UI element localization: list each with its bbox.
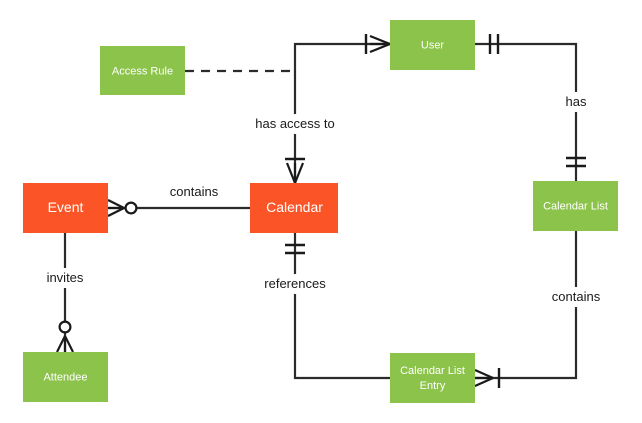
entity-calendar-list-box[interactable] bbox=[533, 181, 618, 231]
entity-event-box[interactable] bbox=[23, 183, 108, 233]
relationship-label-contains-event-calendar: contains bbox=[170, 184, 219, 199]
entity-calendar-list[interactable]: Calendar List bbox=[533, 181, 618, 231]
relationship-label-references: references bbox=[264, 276, 326, 291]
entity-user-label: User bbox=[421, 39, 445, 51]
label-bg-references bbox=[251, 274, 339, 294]
relationship-label-has-access-to: has access to bbox=[255, 116, 335, 131]
relationship-label-contains-list-entry: contains bbox=[552, 289, 601, 304]
entity-calendar[interactable]: Calendar bbox=[250, 183, 338, 233]
entity-calendar-label: Calendar bbox=[266, 199, 323, 215]
entity-calendar-list-entry-label-line1: Calendar List bbox=[400, 365, 465, 377]
entity-calendar-list-entry-label-line2: Entry bbox=[420, 380, 446, 392]
relationship-label-layer: has access to contains invites reference… bbox=[34, 92, 613, 307]
cardinality-user-right-one-and-only-one bbox=[488, 34, 500, 54]
entity-event[interactable]: Event bbox=[23, 183, 108, 233]
entity-calendar-list-label: Calendar List bbox=[543, 200, 608, 212]
cardinality-attendee-top-zero-or-many bbox=[56, 320, 74, 353]
label-bg-has bbox=[553, 92, 599, 112]
connector-has bbox=[475, 42, 578, 181]
entity-calendar-list-entry-box[interactable] bbox=[390, 353, 475, 403]
entity-access-rule[interactable]: Access Rule bbox=[100, 46, 185, 95]
entity-calendar-list-entry[interactable]: Calendar List Entry bbox=[390, 353, 475, 403]
label-bg-has-access-to bbox=[245, 114, 345, 134]
entity-attendee-label: Attendee bbox=[43, 371, 87, 383]
entity-attendee[interactable]: Attendee bbox=[23, 352, 108, 402]
label-bg-contains-event-calendar bbox=[157, 182, 231, 202]
cardinality-cle-right-one-or-many bbox=[474, 368, 501, 388]
entity-event-label: Event bbox=[48, 199, 84, 215]
connector-contains-list-entry bbox=[475, 231, 578, 380]
connector-layer bbox=[63, 42, 578, 380]
connector-references bbox=[293, 233, 390, 380]
cardinality-event-right-zero-or-many bbox=[107, 199, 138, 217]
entity-calendar-box[interactable] bbox=[250, 183, 338, 233]
entity-access-rule-label: Access Rule bbox=[112, 65, 173, 77]
cardinality-calendar-list-top-one-and-only-one bbox=[566, 156, 586, 168]
relationship-label-invites: invites bbox=[47, 270, 84, 285]
entity-user-box[interactable] bbox=[390, 20, 475, 70]
entity-attendee-box[interactable] bbox=[23, 352, 108, 402]
cardinality-layer bbox=[56, 34, 586, 388]
cardinality-user-left-one-or-many bbox=[364, 34, 391, 54]
cardinality-calendar-bottom-one-and-only-one bbox=[285, 243, 305, 255]
cardinality-calendar-top-one-or-many bbox=[285, 157, 305, 184]
entity-access-rule-box[interactable] bbox=[100, 46, 185, 95]
relationship-label-has: has bbox=[566, 94, 587, 109]
label-bg-invites bbox=[34, 268, 96, 288]
entity-user[interactable]: User bbox=[390, 20, 475, 70]
connector-has-access-to bbox=[293, 42, 390, 183]
label-bg-contains-list-entry bbox=[539, 287, 613, 307]
